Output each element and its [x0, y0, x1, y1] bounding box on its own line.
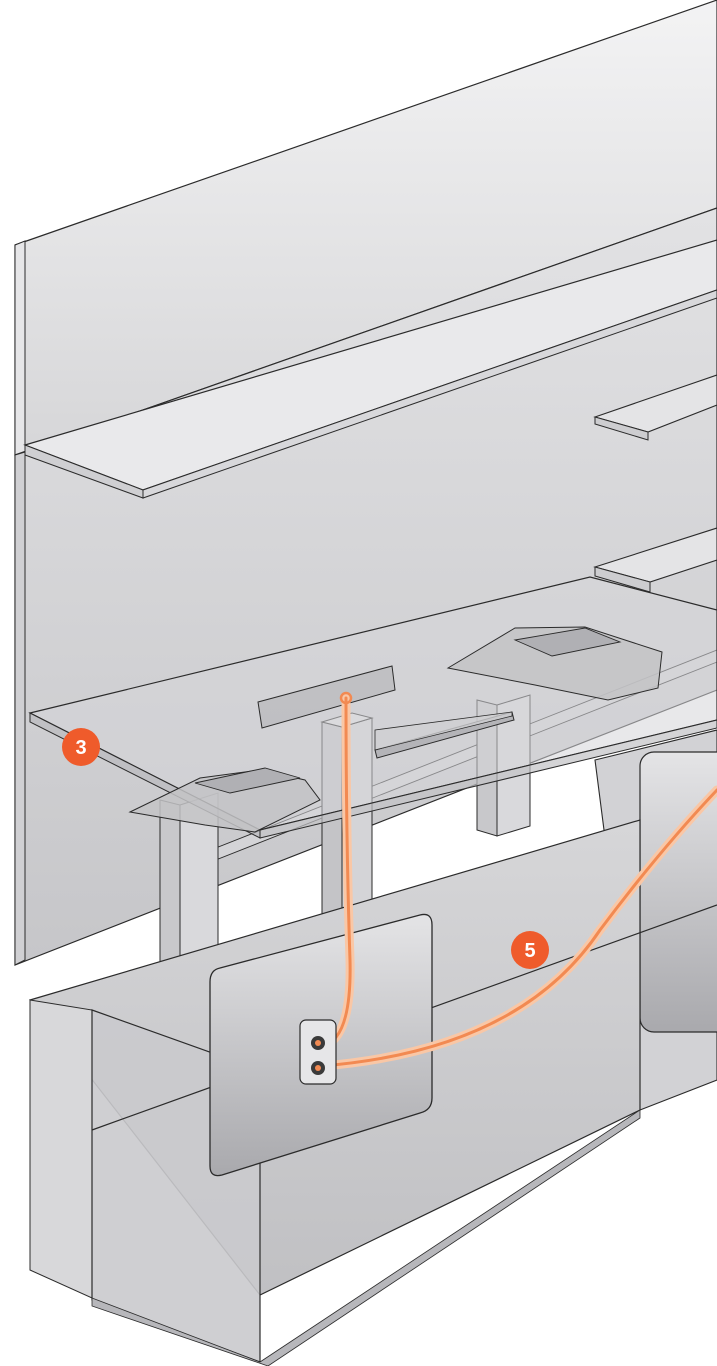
callout-5-label: 5 — [524, 940, 535, 962]
callout-3-label: 3 — [75, 737, 86, 759]
callout-3: 3 — [62, 728, 100, 766]
center-cable-tray — [257, 665, 515, 759]
cable-route — [317, 691, 717, 1071]
upper-shelf — [23, 239, 717, 499]
callout-5: 5 — [511, 931, 549, 969]
back-wall-upper — [14, 0, 717, 456]
cable-outlet-icon — [299, 1019, 337, 1085]
small-shelf-right — [593, 374, 717, 441]
monitor-mount-left — [128, 767, 321, 833]
monitor-mount-right — [446, 626, 663, 701]
